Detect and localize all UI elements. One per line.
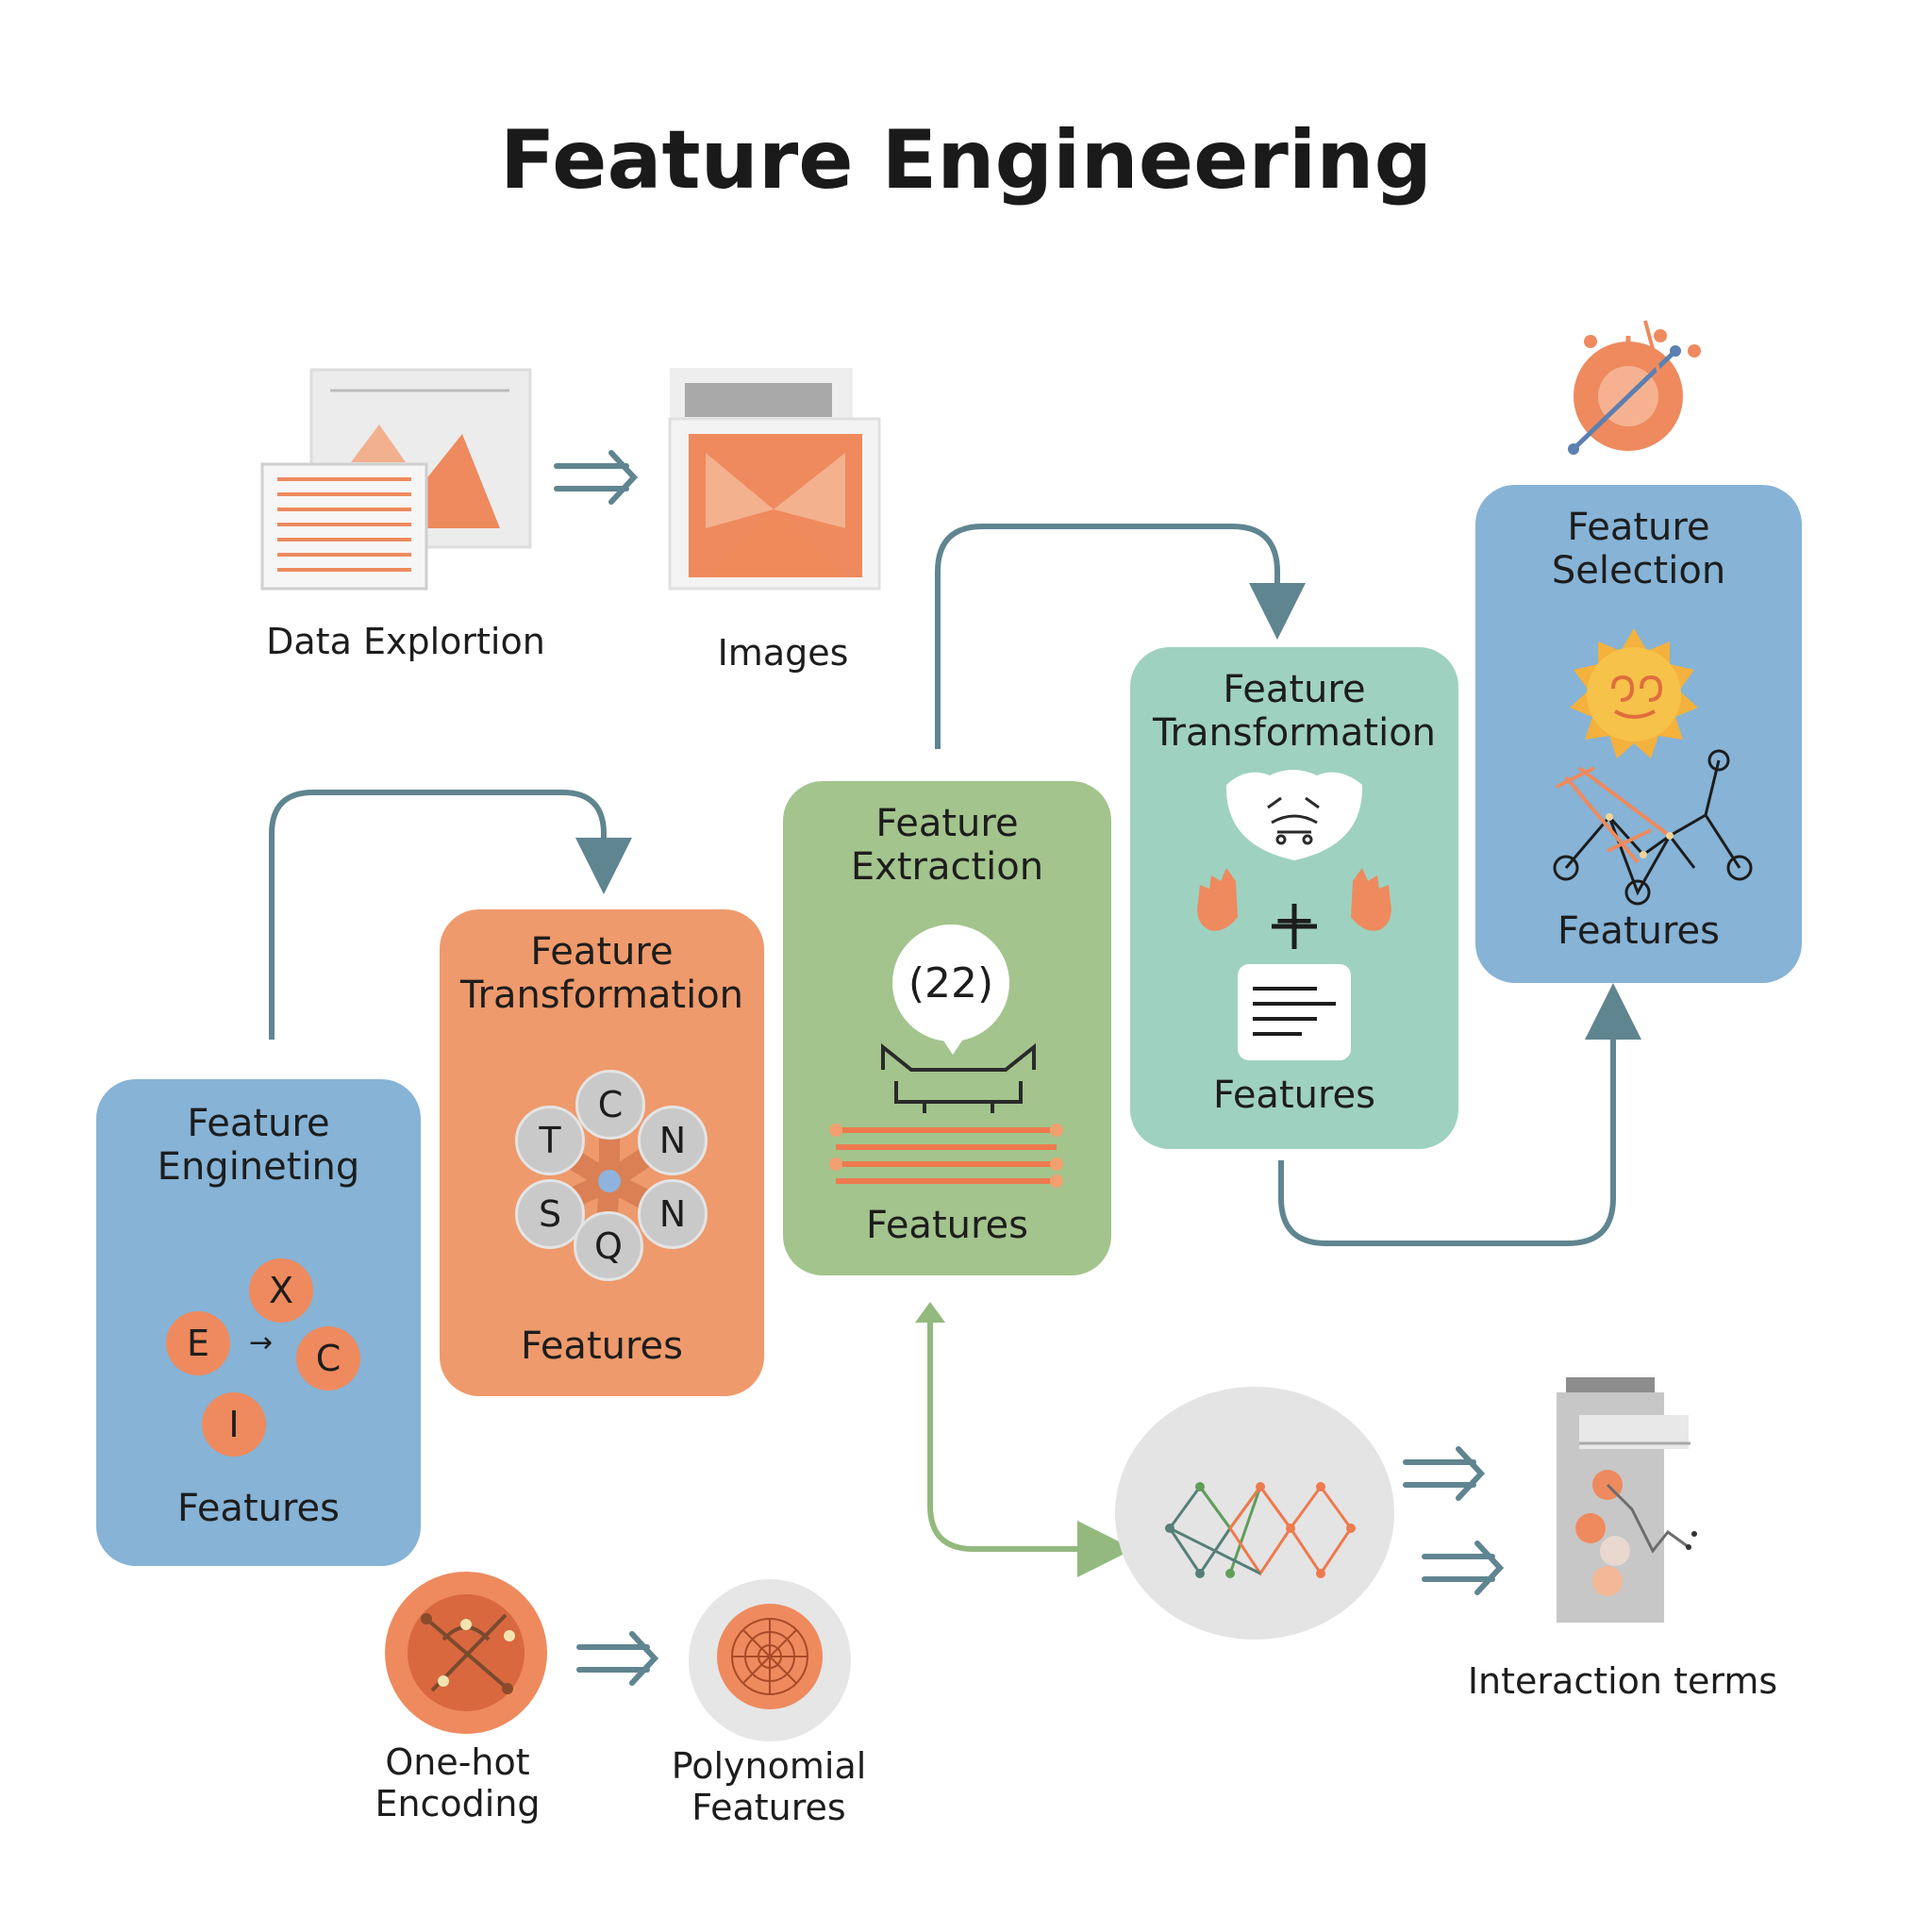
caption-one-hot: One-hot Encoding (375, 1741, 541, 1824)
card-footer: Features (177, 1487, 340, 1530)
node-e: E (166, 1311, 230, 1375)
transformation-illustration (1197, 770, 1391, 1060)
node-c: C (296, 1326, 360, 1391)
interaction-cloud-illustration (1115, 1387, 1394, 1640)
arrow-extraction-loop (935, 524, 1306, 749)
hub-spokes-icon (534, 1104, 678, 1244)
caption-data-exploration: Data Explortion (266, 621, 545, 662)
card-title: Feature Engineting (157, 1102, 360, 1189)
card-title: Feature Transformation (1152, 668, 1437, 755)
node-n: N (638, 1179, 708, 1249)
arrow-right-icon: → (249, 1326, 274, 1359)
card-title: Feature Extraction (850, 802, 1044, 889)
double-arrow-icon (576, 1631, 659, 1686)
node-c: C (575, 1070, 645, 1140)
card-footer: Features (1557, 909, 1720, 953)
sunburst-illustration (1568, 320, 1701, 455)
page-title: Feature Engineering (499, 113, 1433, 208)
double-arrow-icon (554, 450, 639, 505)
badge-label: (22) (908, 958, 994, 1008)
caption-images: Images (717, 632, 849, 674)
card-footer: Features (866, 1204, 1028, 1247)
card-title: Feature Selection (1551, 506, 1726, 592)
one-hot-illustration (385, 1572, 547, 1734)
card-footer: Features (1213, 1074, 1375, 1117)
arrow-extraction-to-interaction (927, 1315, 1134, 1577)
data-exploration-illustration (260, 368, 532, 591)
images-illustration (668, 368, 881, 591)
card-feature-selection[interactable]: Feature Selection Features (1475, 485, 1802, 983)
card-feature-transformation-orange[interactable]: Feature Transformation C T N S N Q Featu… (440, 909, 764, 1396)
card-feature-engineering[interactable]: Feature Engineting X E → C I Features (96, 1079, 421, 1566)
node-n: N (638, 1106, 708, 1175)
arrow-transformation-to-selection (1278, 983, 1641, 1246)
card-footer: Features (521, 1324, 683, 1368)
card-title: Feature Transformation (459, 930, 744, 1017)
arrow-engineering-to-transformation (269, 790, 632, 1040)
selection-illustration (1553, 628, 1753, 906)
node-q: Q (574, 1211, 643, 1281)
caption-polynomial: Polynomial Features (671, 1745, 867, 1828)
double-arrow-icon (1403, 1446, 1505, 1595)
node-i: I (202, 1392, 266, 1457)
node-s: S (515, 1179, 585, 1249)
card-feature-transformation-teal[interactable]: Feature Transformation + Features (1130, 647, 1458, 1149)
plus-icon: + (1272, 890, 1317, 951)
extraction-lines-icon (829, 1038, 1063, 1188)
caption-interaction-terms: Interaction terms (1467, 1660, 1778, 1702)
node-x: X (249, 1258, 313, 1323)
polynomial-illustration (689, 1579, 851, 1741)
interaction-terms-illustration (1557, 1377, 1697, 1623)
node-t: T (515, 1106, 585, 1175)
badge-icon: (22) (892, 924, 1009, 1041)
card-feature-extraction[interactable]: Feature Extraction (22) Features (783, 781, 1111, 1275)
